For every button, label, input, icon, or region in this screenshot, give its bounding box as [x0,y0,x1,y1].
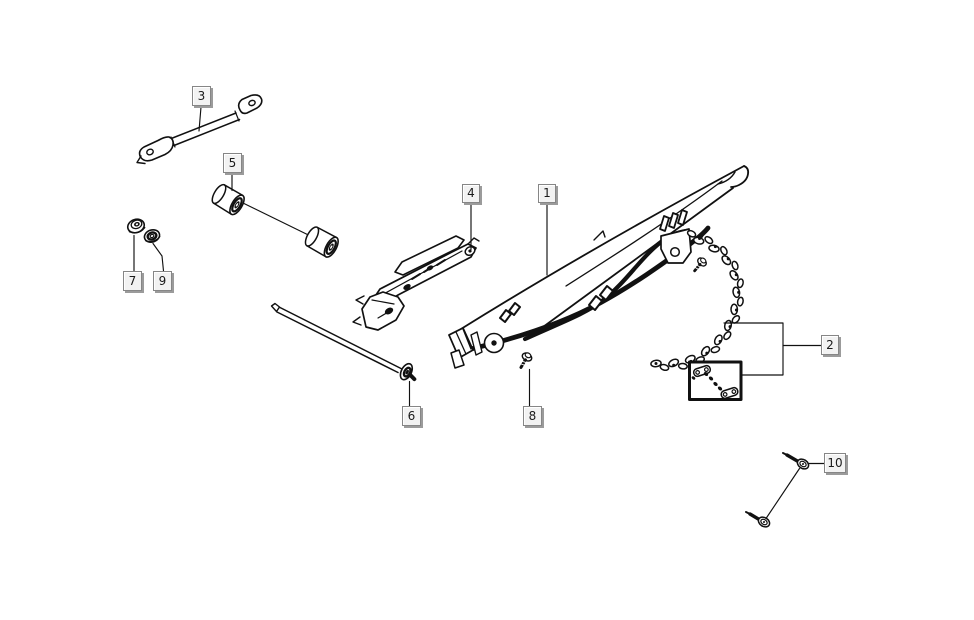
leader-lines [133,106,825,520]
callout-6[interactable]: 6 [402,406,421,426]
part-bolts-drawing [745,452,810,528]
part-nut-drawing [126,218,146,234]
callout-1[interactable]: 1 [538,184,556,203]
part-washer-drawing [143,229,161,243]
part-strut-rod-drawing [136,94,263,165]
master-link-box-drawing [688,360,743,401]
callout-2[interactable]: 2 [821,335,839,355]
part-screw-drawing [519,352,533,369]
callout-4[interactable]: 4 [462,184,480,203]
callout-3[interactable]: 3 [192,86,211,106]
chain-links-group [650,229,744,372]
part-chain-drawing [650,229,744,372]
part-chain-slider-drawing [352,235,480,331]
callout-5[interactable]: 5 [223,153,242,173]
part-bushings-drawing [211,183,339,258]
callout-9[interactable]: 9 [153,271,172,291]
callout-7[interactable]: 7 [123,271,142,291]
small-screw-drawing [693,257,707,273]
part-pivot-axle-drawing [270,302,417,382]
callout-10[interactable]: 10 [824,453,846,473]
callout-8[interactable]: 8 [523,406,542,426]
